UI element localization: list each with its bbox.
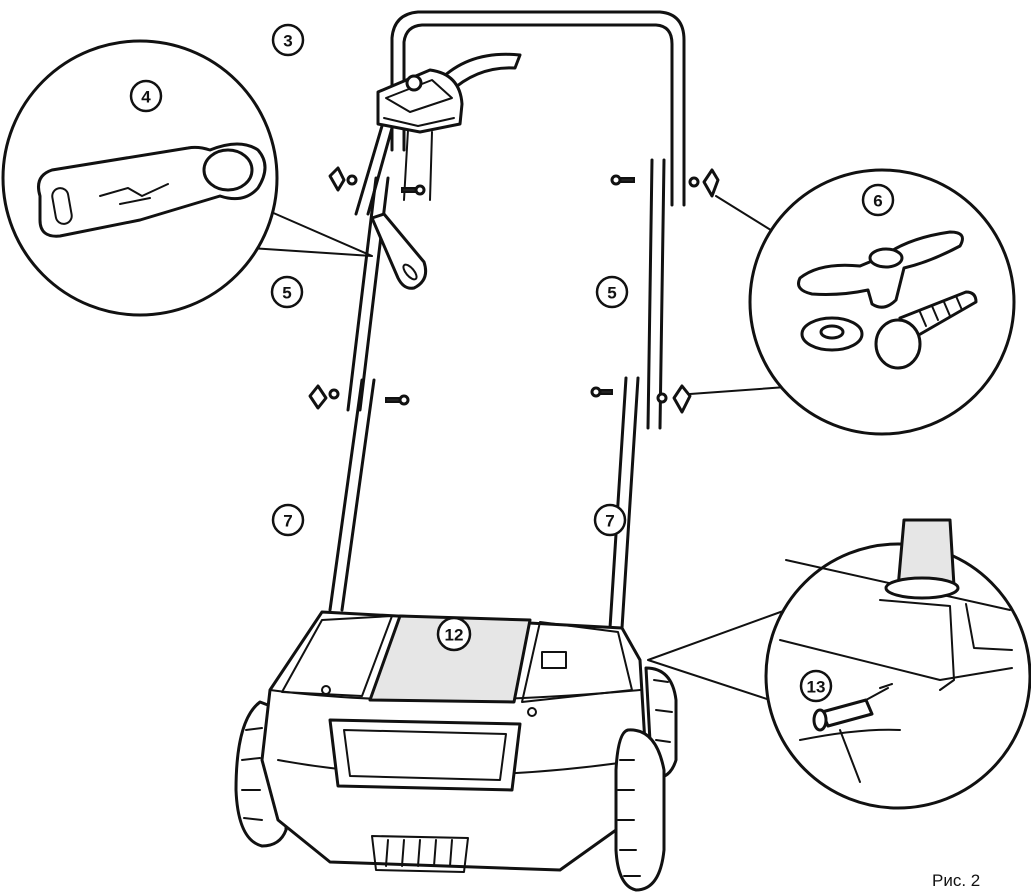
callout-line-13 xyxy=(647,609,787,701)
upper-right-bar xyxy=(646,158,666,430)
svg-text:7: 7 xyxy=(605,512,614,531)
svg-text:7: 7 xyxy=(283,512,292,531)
label-5-right: 5 xyxy=(595,275,629,309)
lower-left-bar xyxy=(328,378,376,612)
svg-text:6: 6 xyxy=(873,192,882,211)
svg-text:13: 13 xyxy=(807,678,826,697)
base-unit xyxy=(234,610,678,892)
svg-text:5: 5 xyxy=(282,284,291,303)
callout-line-4 xyxy=(249,207,373,257)
svg-text:3: 3 xyxy=(283,32,292,51)
detail-circle-cable-clip xyxy=(1,39,279,317)
label-3: 3 xyxy=(271,23,305,57)
svg-text:5: 5 xyxy=(607,284,616,303)
label-4: 4 xyxy=(129,79,163,113)
lower-right-bar xyxy=(608,376,640,630)
label-7-left: 7 xyxy=(271,503,305,537)
detail-circle-fasteners xyxy=(748,168,1016,436)
cable-clip-small xyxy=(370,212,428,290)
svg-text:12: 12 xyxy=(445,626,464,645)
collection-cover xyxy=(368,614,532,704)
label-12: 12 xyxy=(436,616,472,652)
label-5-left: 5 xyxy=(270,275,304,309)
fastener-top-right xyxy=(610,168,720,198)
fastener-top-left xyxy=(328,166,426,196)
svg-text:4: 4 xyxy=(141,88,151,107)
detail-circle-mount-screw xyxy=(764,518,1031,810)
label-7-right: 7 xyxy=(593,503,627,537)
upper-handle-bar xyxy=(390,10,686,207)
label-6: 6 xyxy=(861,183,895,217)
label-13: 13 xyxy=(799,669,833,703)
figure-label: Рис. 2 xyxy=(932,871,980,890)
fastener-mid-right xyxy=(590,384,692,414)
fastener-mid-left xyxy=(308,384,410,410)
